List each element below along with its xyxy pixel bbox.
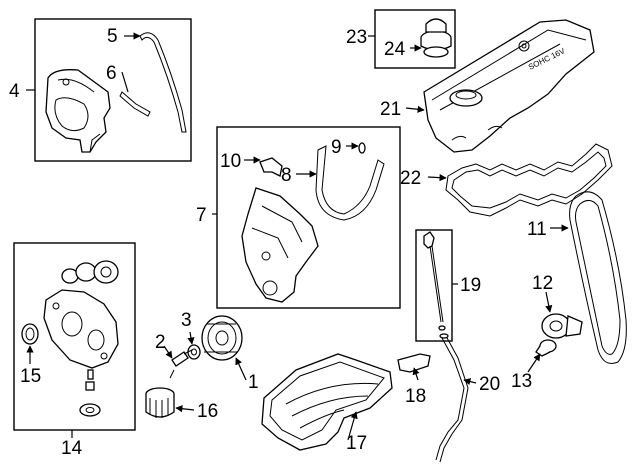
callout-24: 24 — [384, 39, 406, 60]
callout-18: 18 — [405, 386, 426, 407]
plug-9 — [358, 142, 366, 154]
valve-cover-gasket — [445, 143, 613, 217]
timing-belt — [569, 191, 627, 364]
callout-19: 19 — [460, 275, 481, 296]
callout-15: 15 — [20, 366, 41, 387]
callout-14: 14 — [61, 438, 83, 459]
callout-3: 3 — [181, 310, 192, 331]
idler-pulley — [535, 339, 557, 357]
oil-pump-box — [13, 242, 136, 431]
clip-10 — [259, 157, 283, 177]
callout-4: 4 — [9, 81, 20, 102]
dipstick-tube-top — [439, 333, 449, 339]
dipstick — [423, 231, 446, 331]
callout-21: 21 — [380, 99, 401, 120]
callout-5: 5 — [107, 26, 118, 47]
valve-cover-gasket-inner — [451, 151, 607, 209]
callout-20: 20 — [479, 374, 500, 395]
callout-8: 8 — [281, 165, 292, 186]
callout-7: 7 — [196, 205, 207, 226]
callout-10: 10 — [220, 151, 241, 172]
oil-pump-gears — [61, 260, 119, 284]
oil-cap-box — [374, 9, 456, 69]
cover-seal-6 — [119, 91, 151, 117]
valve-cover: SOHC 16V — [423, 19, 595, 153]
callout-11: 11 — [527, 219, 547, 240]
callout-1: 1 — [248, 372, 259, 393]
pulley-washer — [187, 344, 201, 360]
oil-pan — [261, 353, 393, 451]
callout-16: 16 — [197, 401, 218, 422]
pulley-bolt — [169, 349, 193, 379]
dipstick-tube — [435, 337, 465, 461]
oil-filter — [145, 387, 175, 418]
upper-timing-cover — [45, 69, 111, 153]
tube-bracket — [397, 353, 431, 373]
callout-23: 23 — [346, 27, 367, 48]
belt-tensioner — [541, 313, 583, 339]
callout-22: 22 — [400, 168, 421, 189]
cover-gasket-8 — [315, 145, 385, 221]
leader-lines — [26, 32, 569, 441]
timing-belt-inner — [575, 200, 621, 355]
lower-timing-cover — [241, 187, 319, 303]
callout-17: 17 — [346, 433, 367, 454]
callout-9: 9 — [331, 137, 342, 158]
callout-12: 12 — [532, 273, 553, 294]
cover-seal-5 — [139, 32, 187, 133]
oil-pump-seal — [21, 323, 39, 345]
oil-filler-cap — [420, 18, 452, 58]
callout-2: 2 — [155, 332, 166, 353]
dipstick-box — [415, 229, 453, 342]
dipstick-tube-side — [439, 335, 469, 463]
callout-6: 6 — [106, 63, 117, 84]
callout-numbers: 1 2 3 4 5 6 7 8 9 10 11 12 13 14 15 16 1… — [9, 26, 553, 459]
oil-pump — [43, 289, 119, 369]
callout-13: 13 — [511, 371, 532, 392]
crank-pulley — [201, 315, 243, 361]
timing-cover-box-lower — [216, 126, 401, 309]
oil-pump-relief-parts — [79, 369, 101, 417]
